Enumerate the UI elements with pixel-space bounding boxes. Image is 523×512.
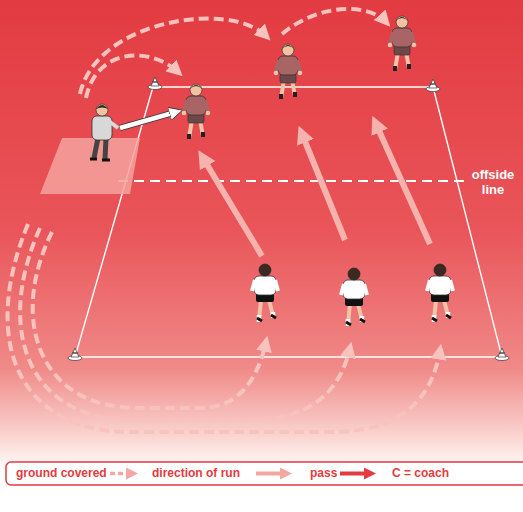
legend-pass-sample bbox=[340, 472, 370, 476]
attacking-player bbox=[388, 16, 417, 71]
legend-text: C = coach bbox=[392, 466, 449, 480]
offside-label: offside line bbox=[466, 167, 520, 197]
pitch-outline bbox=[75, 87, 502, 357]
attacking-player bbox=[274, 44, 303, 99]
legend-dash-sample bbox=[110, 472, 132, 476]
coach bbox=[90, 104, 118, 160]
cone bbox=[68, 348, 82, 361]
defending-player bbox=[252, 264, 278, 322]
legend-text: pass bbox=[310, 466, 337, 480]
cone bbox=[148, 77, 162, 90]
pass-arrow bbox=[120, 112, 176, 128]
defending-player bbox=[427, 264, 453, 322]
ground-covered-arcs bbox=[8, 224, 440, 432]
legend-box bbox=[6, 462, 523, 485]
legend-text: direction of run bbox=[152, 466, 240, 480]
defending-player bbox=[341, 268, 367, 326]
attacking-player bbox=[182, 84, 211, 139]
legend-run-sample bbox=[256, 472, 286, 476]
coach-area bbox=[40, 138, 140, 194]
legend-text: ground covered bbox=[16, 466, 107, 480]
cone bbox=[495, 348, 509, 361]
offside-line bbox=[118, 180, 466, 182]
ground-covered-arcs bbox=[80, 9, 386, 98]
run-arrows bbox=[203, 124, 430, 256]
cone bbox=[426, 79, 440, 92]
